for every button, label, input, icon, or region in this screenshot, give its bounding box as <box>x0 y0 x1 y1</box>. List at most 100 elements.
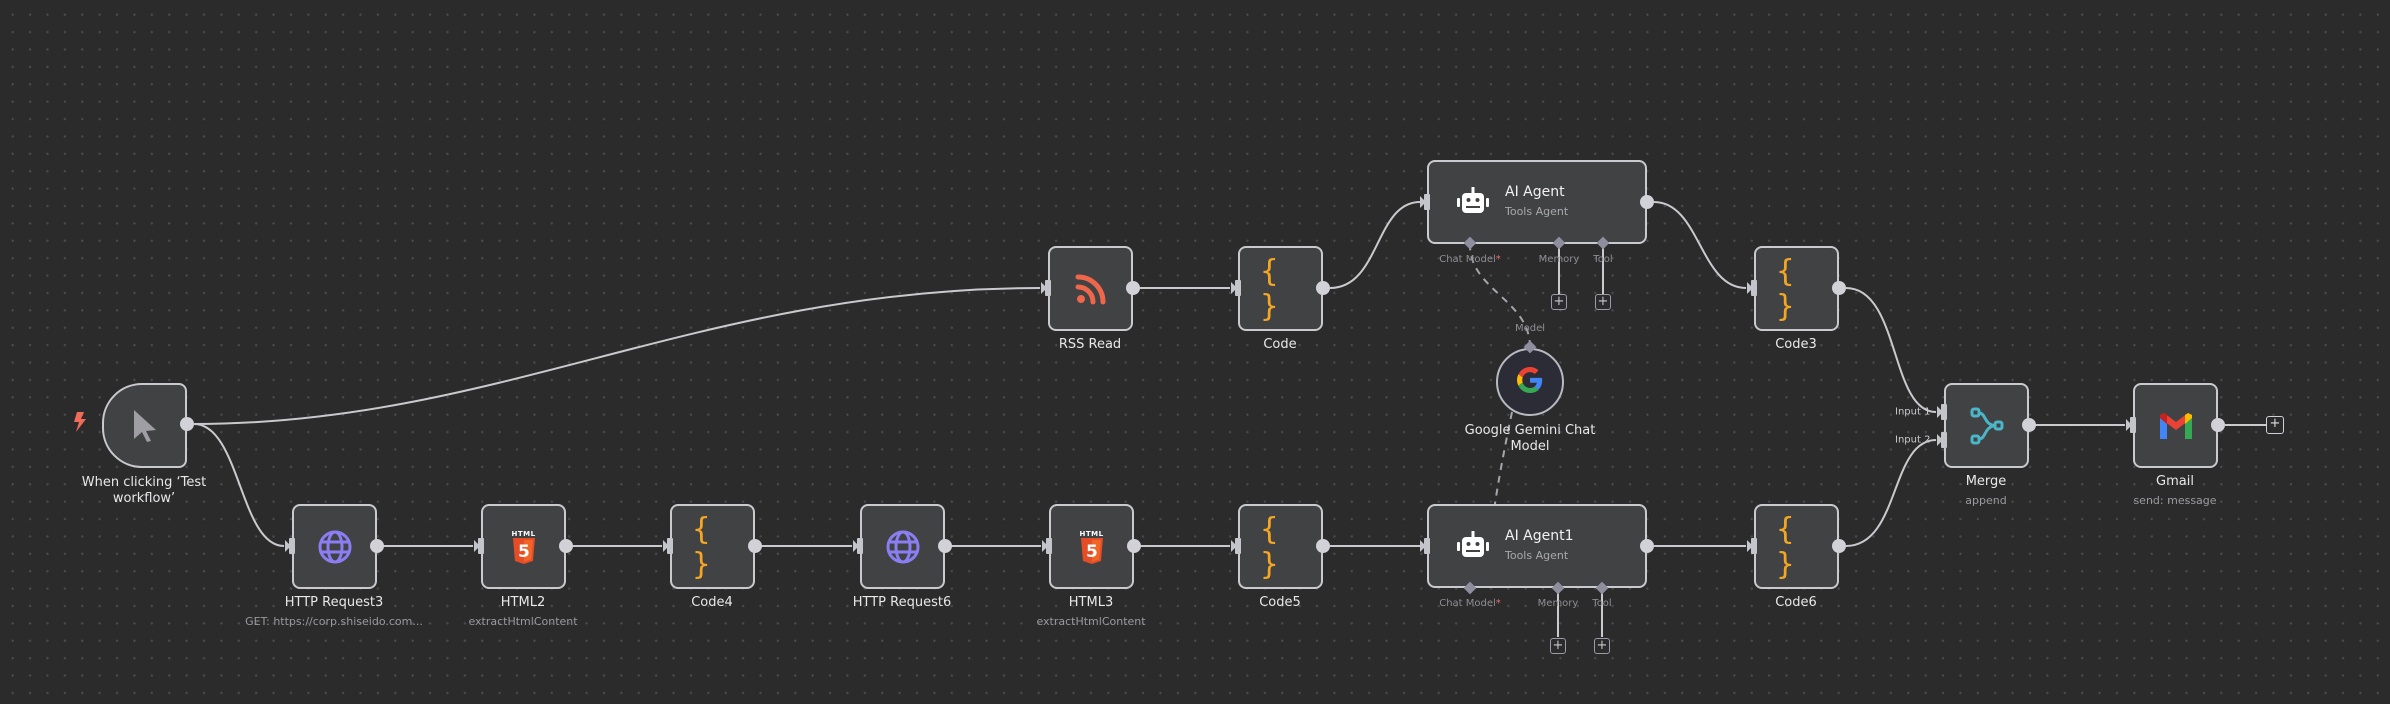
input-handle[interactable] <box>667 538 673 554</box>
node-label: Gmail <box>2156 474 2194 489</box>
input-handle[interactable] <box>1045 280 1051 296</box>
edge-code-aiagent <box>1329 201 1421 289</box>
node-code[interactable]: { } <box>1238 246 1323 331</box>
output-handle[interactable] <box>1316 281 1330 295</box>
output-handle[interactable] <box>1832 539 1846 553</box>
edge-trigger-rss <box>193 287 1041 425</box>
node-label: Google Gemini Chat Model <box>1464 423 1596 454</box>
node-label: RSS Read <box>1058 337 1122 352</box>
node-code3[interactable]: { } <box>1754 246 1839 331</box>
edge-code6-merge <box>1845 439 1937 547</box>
rss-icon <box>1074 272 1108 306</box>
html5-icon: HTML 5 <box>1079 530 1103 564</box>
node-subtitle: extractHtmlContent <box>468 615 578 628</box>
node-subtitle: send: message <box>2133 494 2217 507</box>
input-handle[interactable] <box>1235 538 1241 554</box>
output-handle[interactable] <box>938 539 952 553</box>
node-trigger[interactable] <box>102 383 187 468</box>
node-label: Merge <box>1965 474 2007 489</box>
code-braces-icon: { } <box>1260 511 1279 582</box>
input-handle[interactable] <box>1751 280 1757 296</box>
tool-label: Tool <box>1593 254 1613 265</box>
output-handle[interactable] <box>1832 281 1846 295</box>
input-handle[interactable] <box>1751 538 1757 554</box>
chat-model-label: Chat Model* <box>1439 254 1501 265</box>
node-code4[interactable]: { } <box>670 504 755 589</box>
output-handle[interactable] <box>1126 281 1140 295</box>
node-label: Code3 <box>1775 337 1817 352</box>
node-html2[interactable]: HTML 5 <box>481 504 566 589</box>
input-1-handle[interactable] <box>1941 404 1947 420</box>
svg-text:5: 5 <box>1086 542 1098 562</box>
memory-label: Memory <box>1538 254 1580 265</box>
html-badge-text: HTML <box>1079 529 1104 538</box>
node-rss-read[interactable] <box>1048 246 1133 331</box>
output-handle[interactable] <box>559 539 573 553</box>
output-handle[interactable] <box>748 539 762 553</box>
node-label: HTTP Request6 <box>852 595 952 610</box>
node-http-request3[interactable] <box>292 504 377 589</box>
code-braces-icon: { } <box>692 511 711 582</box>
add-node-button[interactable]: + <box>2266 416 2284 434</box>
merge-input-1-label: Input 1 <box>1895 406 1931 418</box>
input-handle[interactable] <box>2130 417 2136 433</box>
output-handle[interactable] <box>1127 539 1141 553</box>
add-tool-button[interactable]: + <box>1594 638 1610 654</box>
lightning-bolt-icon <box>73 412 87 436</box>
node-code5[interactable]: { } <box>1238 504 1323 589</box>
input-handle[interactable] <box>1424 194 1430 210</box>
globe-icon <box>885 529 921 565</box>
node-http-request6[interactable] <box>860 504 945 589</box>
node-google-gemini-chat-model[interactable] <box>1496 348 1564 416</box>
add-memory-button[interactable]: + <box>1550 638 1566 654</box>
merge-icon <box>1969 406 2005 446</box>
output-handle[interactable] <box>1316 539 1330 553</box>
output-handle[interactable] <box>1640 539 1654 553</box>
output-handle[interactable] <box>2022 418 2036 432</box>
add-tool-button[interactable]: + <box>1595 294 1611 310</box>
input-handle[interactable] <box>1424 538 1430 554</box>
output-handle[interactable] <box>2211 418 2225 432</box>
tool-label: Tool <box>1592 598 1612 609</box>
node-gmail[interactable] <box>2133 383 2218 468</box>
node-label: Code4 <box>691 595 733 610</box>
node-label: When clicking ‘Test workflow’ <box>81 475 207 506</box>
model-handle-label: Model <box>1514 323 1546 334</box>
node-ai-agent[interactable]: AI Agent Tools Agent <box>1427 160 1647 244</box>
robot-icon <box>1456 531 1490 561</box>
node-html3[interactable]: HTML 5 <box>1049 504 1134 589</box>
node-label: HTML3 <box>1068 595 1114 610</box>
input-handle[interactable] <box>1235 280 1241 296</box>
google-icon <box>1517 367 1543 397</box>
gmail-icon <box>2158 412 2194 440</box>
output-handle[interactable] <box>1640 195 1654 209</box>
input-handle[interactable] <box>1046 538 1052 554</box>
node-title: AI Agent1 <box>1505 528 1574 544</box>
input-handle[interactable] <box>289 538 295 554</box>
svg-text:5: 5 <box>518 542 530 562</box>
node-merge[interactable] <box>1944 383 2029 468</box>
node-code6[interactable]: { } <box>1754 504 1839 589</box>
input-2-handle[interactable] <box>1941 432 1947 448</box>
add-memory-button[interactable]: + <box>1551 294 1567 310</box>
code-braces-icon: { } <box>1776 253 1795 324</box>
merge-input-2-label: Input 2 <box>1895 434 1931 446</box>
node-ai-agent1[interactable]: AI Agent1 Tools Agent <box>1427 504 1647 588</box>
node-subtitle: Tools Agent <box>1505 549 1569 562</box>
node-subtitle: Tools Agent <box>1505 205 1569 218</box>
cursor-icon <box>132 409 158 443</box>
edge-aiagent-code3 <box>1653 201 1747 289</box>
html5-icon: HTML 5 <box>511 530 535 564</box>
node-subtitle: extractHtmlContent <box>1036 615 1146 628</box>
trigger-output-handle[interactable] <box>180 417 194 431</box>
output-handle[interactable] <box>370 539 384 553</box>
node-label: Code <box>1263 337 1297 352</box>
html-badge-text: HTML <box>511 529 536 538</box>
node-label: Code6 <box>1775 595 1817 610</box>
node-label: HTTP Request3 <box>284 595 384 610</box>
input-handle[interactable] <box>478 538 484 554</box>
input-handle[interactable] <box>857 538 863 554</box>
robot-icon <box>1456 187 1490 217</box>
code-braces-icon: { } <box>1776 511 1795 582</box>
